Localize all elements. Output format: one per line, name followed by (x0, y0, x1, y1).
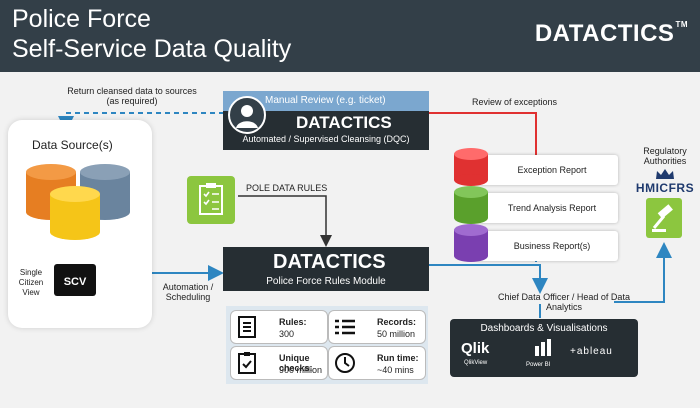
dashboards-title: Dashboards & Visualisations (480, 323, 608, 334)
return-arrow (58, 112, 224, 132)
pole-rules-arrow (238, 195, 332, 247)
data-sources-title: Data Source(s) (32, 138, 113, 152)
page-title: Police Force (12, 5, 151, 33)
header-bar (0, 0, 700, 72)
gavel-icon (646, 198, 682, 238)
runtime-stat: Run time: ~40 mins (328, 346, 426, 380)
checks-value: 900 million (279, 365, 323, 375)
business-report: Business Report(s) (476, 231, 618, 261)
powerbi-label: Power BI (526, 362, 551, 368)
regulatory-title: Regulatory Authorities (643, 146, 687, 166)
clock-icon (335, 353, 355, 373)
qlik-logo: Qlik (461, 340, 490, 357)
trend-analysis-report: Trend Analysis Report (476, 193, 618, 223)
records-stat: Records: 50 million (328, 310, 426, 344)
tableau-logo: +ableau (570, 346, 613, 357)
runtime-value: ~40 mins (377, 365, 414, 375)
module-output-line (428, 264, 548, 294)
dqc-logo: DATACTICS (296, 113, 392, 132)
powerbi-icon (535, 339, 551, 356)
scv-text: SCV (63, 276, 87, 288)
database-cylinders-icon (26, 164, 130, 240)
crown-icon (656, 169, 674, 179)
list-icon (238, 316, 256, 338)
manual-review-bar (223, 91, 429, 111)
checklist-icon (187, 176, 235, 224)
user-avatar-icon (228, 96, 266, 134)
page-subtitle: Self-Service Data Quality (12, 35, 292, 63)
qlikview-label: QlikView (464, 360, 488, 366)
clipboard-check-icon (238, 352, 256, 374)
cdo-label: Chief Data Officer / Head of Data Analyt… (498, 292, 630, 312)
rules-value: 300 (279, 329, 295, 339)
records-label: Records: (377, 317, 417, 327)
exception-report: Exception Report (476, 155, 618, 185)
pole-rules-label: POLE DATA RULES (246, 183, 328, 193)
scv-label: Single Citizen View (18, 268, 44, 297)
records-value: 50 million (377, 329, 416, 339)
review-exceptions-label: Review of exceptions (472, 97, 558, 107)
rules-module-subtitle: Police Force Rules Module (266, 276, 386, 287)
manual-review-label: Manual Review (e.g. ticket) (265, 95, 386, 106)
report-cylinders-icon (454, 148, 488, 262)
hmicfrs-badge: HMICFRS (635, 181, 695, 195)
return-note: Return cleansed data to sources (as requ… (67, 86, 197, 106)
automation-label: Automation / Scheduling (162, 282, 214, 302)
rules-stat: Rules: 300 (230, 310, 328, 344)
checks-stat: Unique checks: 900 million (230, 346, 328, 380)
runtime-label: Run time: (377, 353, 419, 363)
scv-folder-icon (54, 264, 96, 296)
dqc-subtitle: Automated / Supervised Cleansing (DQC) (242, 134, 410, 144)
review-exceptions-line (429, 112, 537, 158)
rules-label: Rules: (279, 317, 307, 327)
rules-module-box (223, 247, 429, 291)
regulator-arrow (614, 242, 672, 303)
records-icon (335, 319, 355, 335)
rules-module-logo: DATACTICS (273, 251, 386, 273)
checks-label: Unique checks: (279, 353, 313, 373)
datactics-logo: DATACTICSTM (534, 20, 688, 47)
